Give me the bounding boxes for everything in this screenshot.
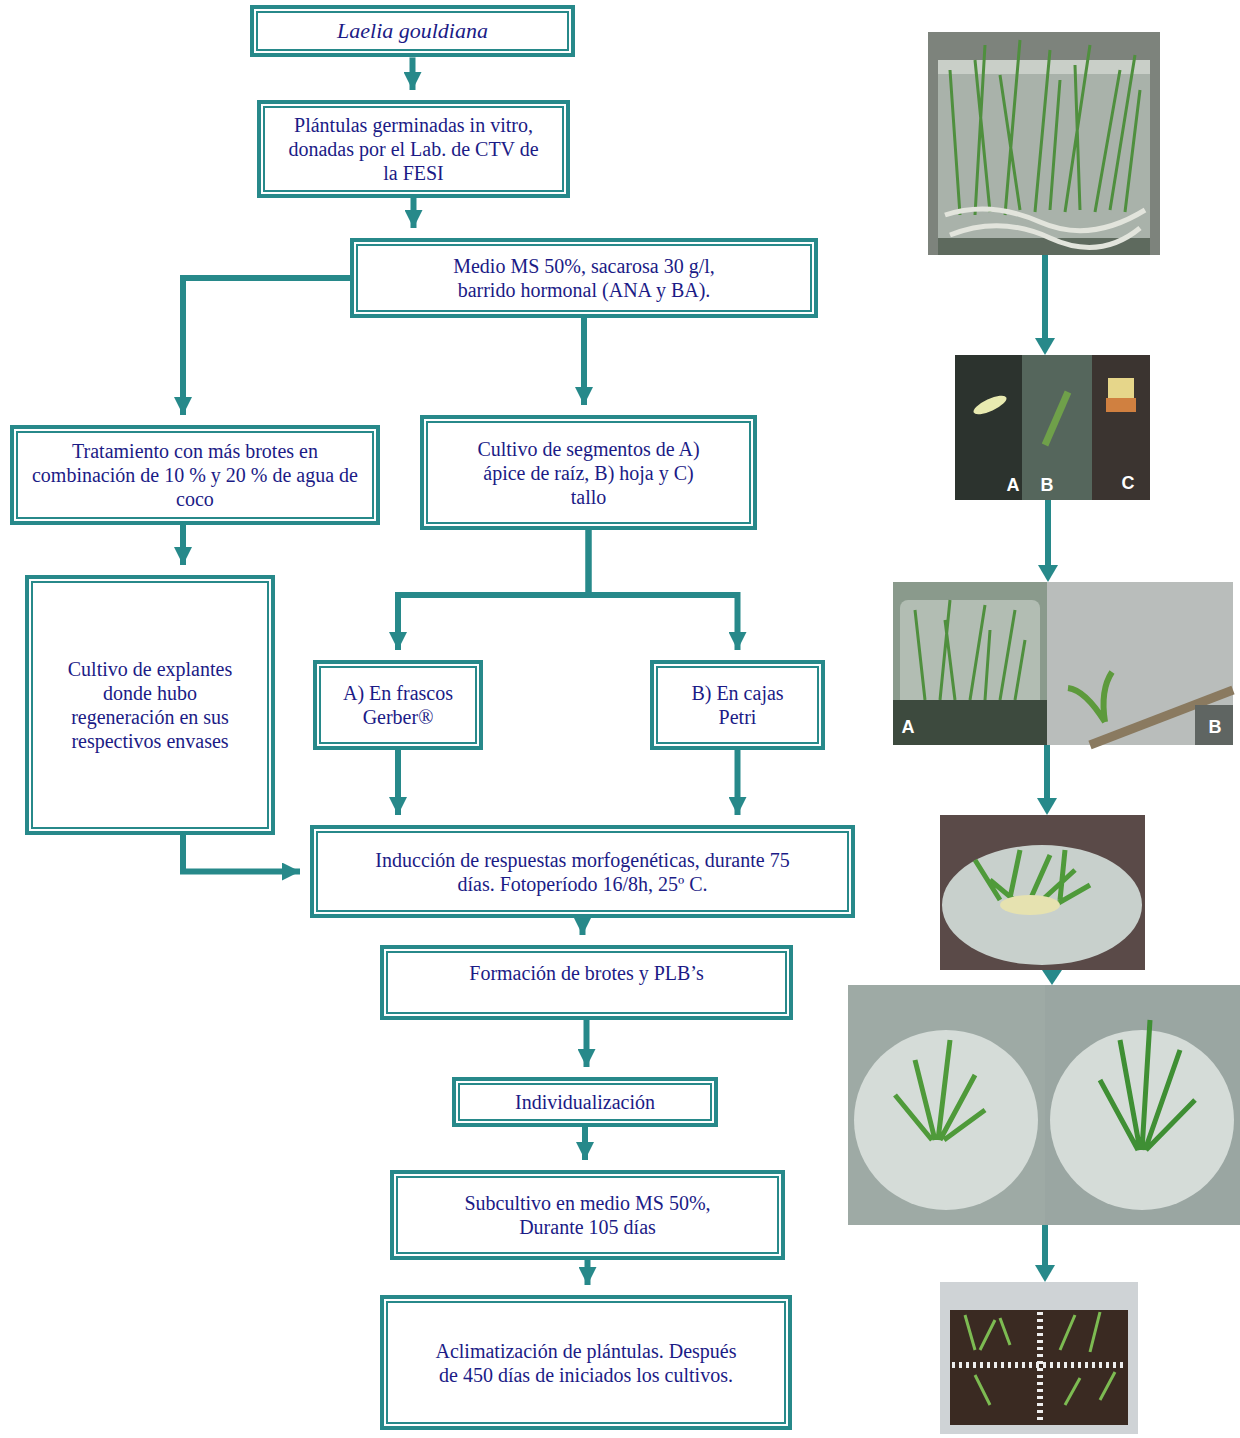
photo-jar	[928, 32, 1160, 255]
perlite	[952, 1312, 1126, 1423]
process-box: Laelia gouldiana	[250, 5, 575, 57]
box-text: Cultivo de explantes donde hubo regenera…	[67, 657, 233, 753]
photo-tray	[940, 1282, 1138, 1434]
stem-segment	[1106, 398, 1136, 412]
flow-arrow	[585, 1260, 591, 1285]
box-text: Aclimatización de plántulas. Después de …	[434, 1339, 738, 1387]
process-box: Plántulas germinadas in vitro, donadas p…	[257, 100, 570, 198]
panel-letter: C	[1122, 474, 1135, 492]
panel-letter: B	[1041, 476, 1054, 494]
photo-panel	[955, 355, 1022, 500]
photo-shadow	[1195, 705, 1233, 745]
box-text: A) En frascos Gerber®	[337, 681, 459, 729]
flow-arrow	[582, 1127, 588, 1160]
flow-arrow	[410, 57, 416, 90]
flow-arrow	[183, 835, 300, 872]
plb-cluster	[1000, 895, 1060, 915]
petri-dish	[942, 845, 1142, 965]
process-box: Cultivo de explantes donde hubo regenera…	[25, 575, 275, 835]
flow-arrow	[180, 525, 186, 565]
leaf-blades	[915, 600, 1025, 700]
photo-plantlets	[848, 985, 1240, 1225]
box-text: Laelia gouldiana	[337, 18, 488, 44]
arrow-shaft	[1042, 1225, 1048, 1267]
photo-panel	[893, 582, 1047, 745]
plantlet	[1100, 1020, 1195, 1150]
box-text: B) En cajas Petri	[674, 681, 801, 729]
photo-panel	[848, 985, 1045, 1225]
flow-arrow	[395, 750, 401, 815]
photo-ground	[928, 32, 1160, 255]
flow-arrow	[398, 530, 589, 650]
photo-containers	[893, 582, 1233, 745]
photo-panel	[1047, 582, 1233, 745]
flow-arrow	[584, 1020, 590, 1067]
box-text: Plántulas germinadas in vitro, donadas p…	[283, 113, 544, 185]
flow-arrow	[735, 750, 741, 815]
photo-panel	[1045, 985, 1240, 1225]
arrow-head	[1035, 338, 1055, 355]
jar-base	[893, 700, 1047, 745]
photo-arrows	[1035, 255, 1062, 1282]
process-box: Subcultivo en medio MS 50%, Durante 105 …	[390, 1170, 785, 1260]
soil	[950, 1310, 1128, 1425]
panel-letter: B	[1209, 718, 1222, 736]
panel-letter: A	[902, 718, 915, 736]
flow-arrow	[183, 278, 350, 415]
arrow-head	[1037, 798, 1057, 815]
photo-dish	[940, 815, 1145, 970]
box-text: Medio MS 50%, sacarosa 30 g/l, barrido h…	[438, 254, 730, 302]
arrow-head	[1042, 970, 1062, 985]
stem	[1090, 690, 1233, 745]
roots	[945, 209, 1145, 248]
flow-arrow	[580, 918, 586, 935]
process-box: Cultivo de segmentos de A) ápice de raíz…	[420, 415, 757, 530]
arrow-head	[1038, 565, 1058, 582]
plantlet	[895, 1040, 985, 1140]
process-box: Individualización	[452, 1077, 718, 1127]
process-box: B) En cajas Petri	[650, 660, 825, 750]
shoot	[1068, 672, 1112, 722]
box-text: Individualización	[515, 1090, 655, 1114]
photo-ground	[940, 815, 1145, 970]
root-tip	[971, 392, 1009, 418]
seedlings	[965, 1312, 1115, 1405]
process-box: Inducción de respuestas morfogenéticas, …	[310, 825, 855, 918]
panel-letter: A	[1007, 476, 1020, 494]
photo-segments	[955, 355, 1150, 500]
process-box: Aclimatización de plántulas. Después de …	[380, 1295, 792, 1430]
photo-panel	[1092, 355, 1150, 500]
arrow-head	[1035, 1265, 1055, 1282]
leaf-blades	[950, 40, 1140, 215]
process-box: Tratamiento con más brotes en combinació…	[10, 425, 380, 525]
flow-arrow	[411, 198, 417, 228]
tray	[940, 1282, 1138, 1434]
arrow-shaft	[1045, 500, 1051, 567]
arrow-shaft	[1042, 255, 1048, 340]
photo-panel	[1022, 355, 1092, 500]
arrow-shaft	[1044, 745, 1050, 800]
process-box: A) En frascos Gerber®	[313, 660, 483, 750]
box-text: Formación de brotes y PLB’s	[469, 961, 703, 985]
box-text: Tratamiento con más brotes en combinació…	[28, 439, 362, 511]
box-text: Inducción de respuestas morfogenéticas, …	[372, 848, 793, 896]
box-text: Subcultivo en medio MS 50%, Durante 105 …	[458, 1191, 717, 1239]
process-box: Medio MS 50%, sacarosa 30 g/l, barrido h…	[350, 238, 818, 318]
petri-dish	[854, 1030, 1038, 1210]
leaf-segment	[1045, 392, 1068, 445]
flow-arrow	[589, 530, 738, 650]
box-text: Cultivo de segmentos de A) ápice de raíz…	[464, 437, 713, 509]
stem-segment	[1108, 378, 1134, 400]
process-box: Formación de brotes y PLB’s	[380, 945, 793, 1020]
flow-arrow	[581, 318, 587, 405]
